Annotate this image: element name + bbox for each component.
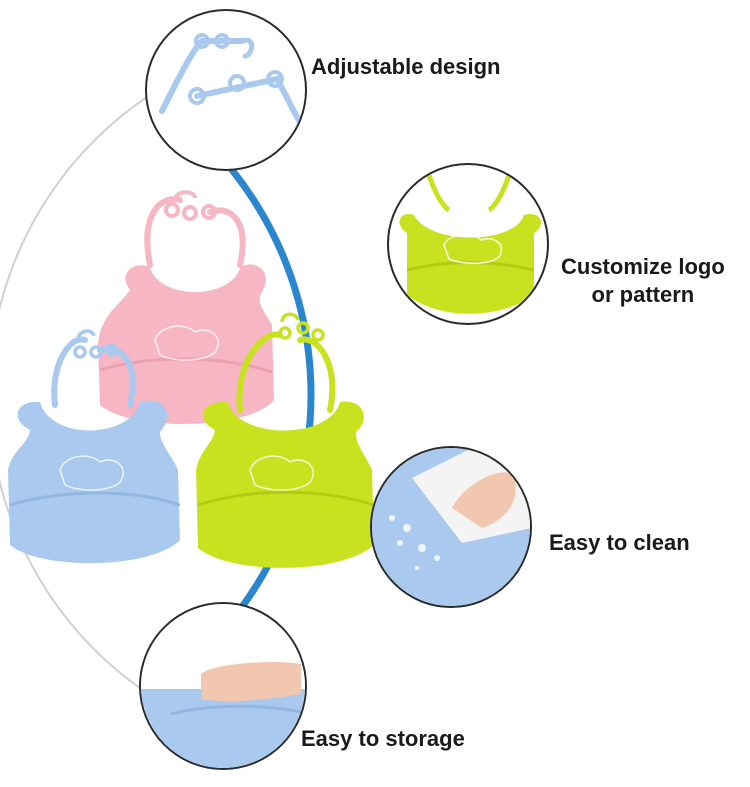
green-bib (196, 312, 375, 568)
green-bib-closeup (399, 174, 542, 314)
wiping-illustration (372, 448, 530, 606)
folding-illustration (141, 604, 305, 768)
feature-label-customize: Customize logo or pattern (561, 253, 725, 309)
feature-label-storage: Easy to storage (301, 726, 465, 751)
feature-label-clean: Easy to clean (549, 530, 690, 555)
pink-bib (98, 190, 274, 424)
adjustable-design-photo (145, 9, 307, 171)
feature-label-customize-line2: or pattern (591, 282, 695, 307)
customize-logo-photo (387, 163, 549, 325)
easy-to-storage-photo (139, 602, 307, 770)
ring-grey-arc (0, 94, 151, 696)
feature-label-adjustable: Adjustable design (311, 54, 501, 79)
feature-label-customize-line1: Customize logo (561, 254, 725, 279)
blue-bib (8, 329, 181, 564)
easy-to-clean-photo (370, 446, 532, 608)
adjustable-strap-illustration (159, 33, 305, 134)
